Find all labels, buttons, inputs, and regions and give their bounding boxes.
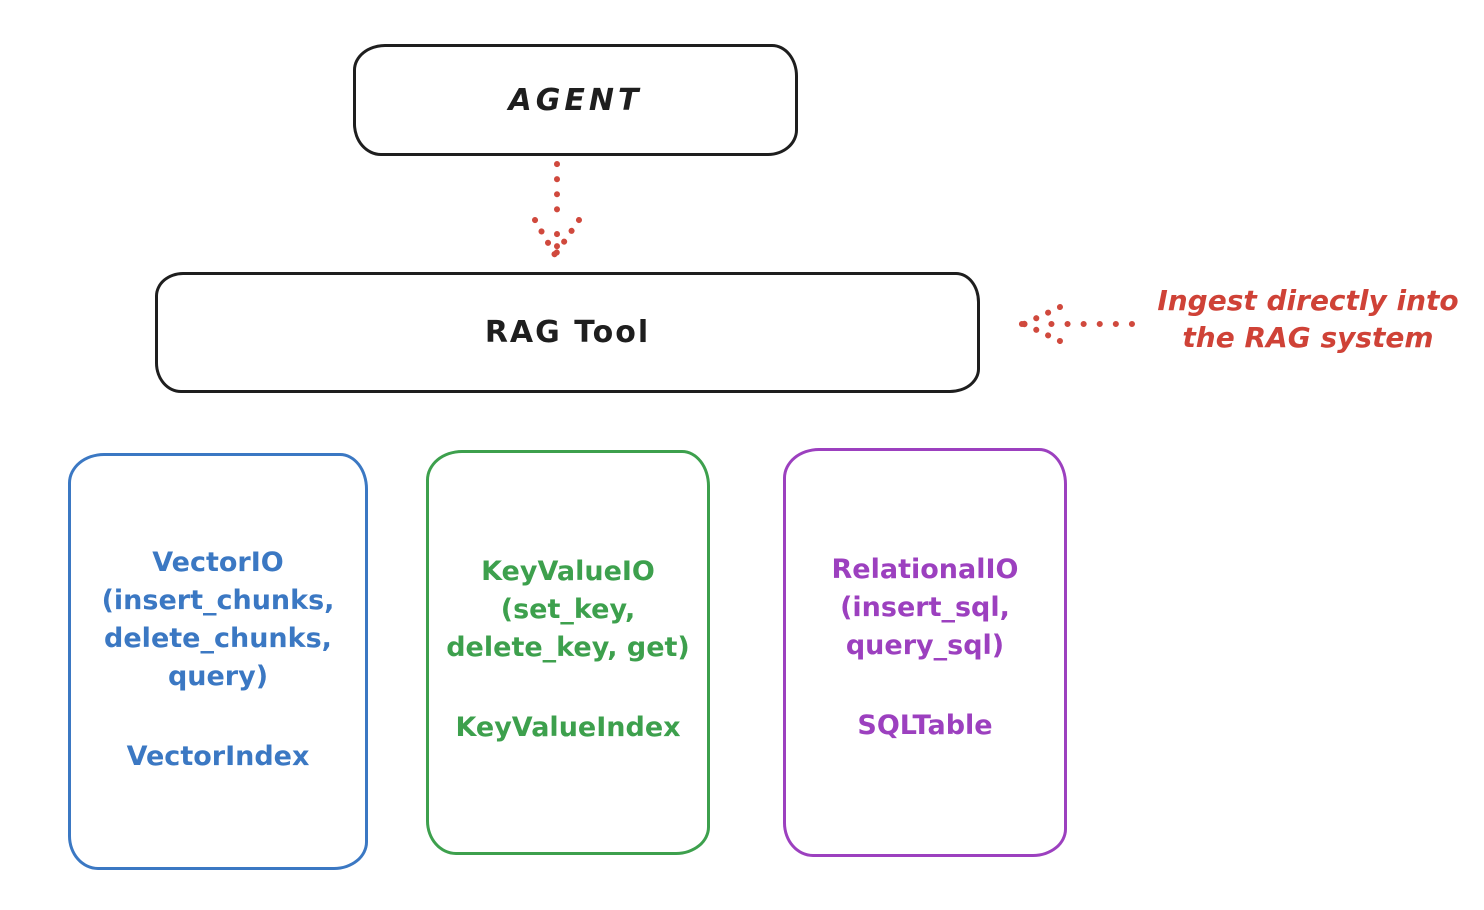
relational-io-methods: RelationalIO (insert_sql, query_sql) xyxy=(831,554,1019,661)
vector-io-methods: VectorIO (insert_chunks, delete_chunks, … xyxy=(101,547,335,692)
rag-tool-node: RAG Tool xyxy=(155,272,980,393)
keyvalue-index-label: KeyValueIndex xyxy=(455,712,681,743)
sql-table-label: SQLTable xyxy=(857,710,993,741)
annotation-ingest-note: Ingest directly into the RAG system xyxy=(1138,282,1478,356)
vector-index-label: VectorIndex xyxy=(126,741,310,772)
agent-node: AGENT xyxy=(353,44,798,156)
vector-io-node: VectorIO (insert_chunks, delete_chunks, … xyxy=(68,453,368,870)
dotted-arrow-left-icon xyxy=(1018,304,1135,344)
relational-io-node: RelationalIO (insert_sql, query_sql) SQL… xyxy=(783,448,1067,857)
keyvalue-io-methods: KeyValueIO (set_key, delete_key, get) xyxy=(446,556,690,663)
annotation-line-2: the RAG system xyxy=(1182,321,1434,354)
rag-tool-node-label: RAG Tool xyxy=(484,315,651,350)
annotation-line-1: Ingest directly into xyxy=(1157,284,1459,317)
agent-node-label: AGENT xyxy=(508,82,643,118)
dotted-arrow-down-icon xyxy=(532,161,582,259)
keyvalue-io-node: KeyValueIO (set_key, delete_key, get) Ke… xyxy=(426,450,710,855)
